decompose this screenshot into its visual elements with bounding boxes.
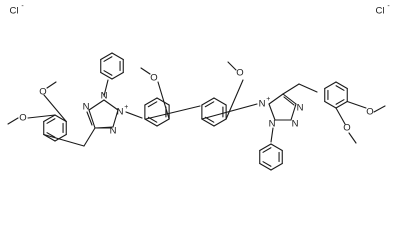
core-right-ring-bond-5 [201,118,215,127]
right-tetrazole-n4: N [297,103,304,114]
left-benzyl-ring-bond-5 [54,133,67,142]
core-right-ring-bond-2 [213,97,227,106]
right-phenyl-ring-double-2 [262,147,272,153]
right-benzyl-ring-bond-0 [335,100,348,109]
right-benzyl-ring-double-0 [335,99,345,105]
right-phenyl-ring-bond-0 [259,162,272,171]
core-right-methyl [227,61,237,71]
left-benzyl-ring-double-2 [46,118,56,124]
right-ring-to-ome-3 [335,107,346,125]
left-n1-to-core [125,111,143,119]
left-tetrazole-bond-1 [88,99,105,111]
right-n2-to-phenyl [270,127,274,143]
left-benzyl-ring-bond-2 [43,114,56,123]
right-benzyl-ring-bond-4 [335,81,348,90]
chloride-ion-right: Cl [376,6,385,17]
left-ch2-to-tetrazole [83,127,96,147]
left-tetrazole-bond-3 [112,109,119,128]
left-phenyl-ring-bond-2 [100,52,113,61]
right-phenyl-ring-double-0 [262,161,272,167]
left-methoxy-oxygen-4: O [19,113,26,124]
core-right-ring-bond-4 [213,118,227,127]
core-right-ring-bond-1 [201,97,215,106]
left-methyl-3 [46,81,57,89]
core-left-to-ome [157,81,170,120]
right-tetrazole-to-ch2 [282,83,300,95]
core-right-ring-double-1 [204,101,215,108]
left-methoxy-oxygen-3: O [39,87,46,98]
left-phenyl-ring-double-0 [103,70,113,76]
left-tetrazole-n2: N [101,91,108,102]
right-tetrazole-n2: N [269,119,276,130]
right-tetrazole-bond-1 [282,93,297,105]
left-tetrazole-bond-2 [103,99,119,111]
left-tetrazole-n1: N [117,107,124,118]
left-tetrazole-bond-0 [88,109,96,129]
left-tetrazole-n3: N [83,102,90,113]
right-phenyl-ring-bond-3 [270,143,283,152]
right-ring-to-ome-4 [346,100,367,109]
chloride-ion-left: Cl [10,6,19,17]
left-tetrazole-n4: N [110,126,117,137]
core-left-methoxy-oxygen: O [150,73,157,84]
bond-layer [7,52,386,171]
core-left-ring-bond-2 [156,97,170,106]
right-tetrazole-n1-charge: + [266,96,270,103]
left-ring-to-ome-3 [43,94,67,123]
right-tetrazole-n1: N [259,99,266,110]
core-right-to-n1 [201,103,258,120]
core-left-methyl [140,67,151,75]
core-left-ring-bond-5 [144,118,158,127]
right-ch2-to-ring [298,83,318,93]
chloride-ion-left-charge: - [21,3,24,10]
core-left-ring-bond-4 [156,118,170,127]
left-ring-to-ch2 [43,133,85,147]
left-ring-to-ome-4 [27,114,56,119]
left-benzyl-ring-double-0 [46,132,56,138]
right-tetrazole-double-0 [283,96,295,106]
right-tetrazole-bond-0 [268,93,284,105]
right-tetrazole-bond-2 [290,103,297,121]
left-benzyl-ring-bond-3 [54,114,67,123]
core-left-ring-bond-1 [144,97,158,106]
right-tetrazole-bond-4 [268,103,276,121]
biphenyl-bond [145,105,201,120]
left-tetrazole-n1-charge: + [124,104,128,111]
chloride-ion-right-charge: - [387,3,390,10]
core-right-methoxy-oxygen: O [236,68,243,79]
right-phenyl-ring-bond-5 [270,162,283,171]
right-methoxy-oxygen-3: O [343,123,350,134]
right-benzyl-ring-bond-3 [324,81,337,90]
left-phenyl-ring-bond-0 [100,71,113,80]
core-right-to-ome [225,79,244,120]
left-phenyl-ring-double-2 [103,56,113,62]
right-methyl-4 [373,105,386,113]
right-benzyl-ring-bond-1 [324,100,337,109]
left-n2-to-phenyl [103,79,109,97]
right-methyl-3 [348,132,357,144]
left-tetrazole-double-0 [86,111,93,126]
right-phenyl-ring-bond-2 [259,143,272,152]
left-phenyl-ring-bond-5 [111,71,124,80]
right-methoxy-oxygen-4: O [366,107,373,118]
right-benzyl-ring-double-4 [335,85,345,91]
right-tetrazole-n3: N [292,119,299,130]
core-left-ring-double-1 [147,101,158,108]
left-methyl-4 [7,117,19,125]
left-phenyl-ring-bond-3 [111,52,124,61]
